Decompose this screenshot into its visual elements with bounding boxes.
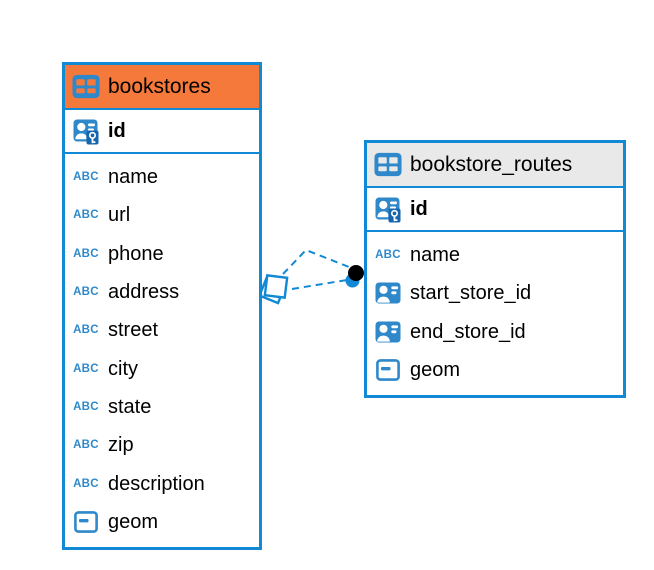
- relationship-edge-start-store[interactable]: [282, 248, 350, 275]
- column-row-url[interactable]: ABC url: [65, 196, 259, 234]
- column-row-geom[interactable]: geom: [65, 503, 259, 541]
- abc-text-type-icon: ABC: [73, 171, 99, 184]
- abc-text-type-icon: ABC: [73, 439, 99, 452]
- column-type-icon-holder: ABC: [374, 249, 402, 261]
- column-row-name[interactable]: ABC name: [65, 158, 259, 196]
- column-type-icon-holder: ABC: [72, 248, 100, 260]
- table-header-bookstore-routes[interactable]: bookstore_routes: [367, 143, 623, 188]
- primary-key-row[interactable]: id: [367, 188, 623, 232]
- column-name: name: [410, 244, 461, 267]
- column-type-icon-holder: ABC: [72, 324, 100, 336]
- column-name: city: [108, 357, 138, 380]
- column-name: street: [108, 319, 159, 342]
- foreign-key-person-icon: [375, 282, 401, 304]
- primary-key-row[interactable]: id: [65, 110, 259, 154]
- column-type-icon-holder: ABC: [72, 363, 100, 375]
- column-row-end_store_id[interactable]: end_store_id: [367, 313, 623, 351]
- table-grid-icon: [374, 152, 402, 177]
- column-row-city[interactable]: ABC city: [65, 349, 259, 387]
- column-name: id: [410, 198, 428, 220]
- column-type-icon-holder: ABC: [72, 209, 100, 221]
- column-name: url: [108, 204, 131, 227]
- abc-text-type-icon: ABC: [73, 286, 99, 299]
- column-type-icon-holder: ABC: [72, 171, 100, 183]
- column-name: id: [108, 120, 126, 142]
- column-row-phone[interactable]: ABC phone: [65, 235, 259, 273]
- abc-text-type-icon: ABC: [73, 324, 99, 337]
- geometry-type-icon: [376, 359, 400, 381]
- column-row-geom[interactable]: geom: [367, 351, 623, 389]
- table-grid-icon: [72, 74, 100, 99]
- column-type-icon-holder: [72, 510, 100, 533]
- column-row-street[interactable]: ABC street: [65, 311, 259, 349]
- column-name: geom: [108, 510, 159, 533]
- column-type-icon-holder: [374, 359, 402, 381]
- column-name: start_store_id: [410, 282, 532, 305]
- primary-key-person-icon: [375, 197, 401, 222]
- abc-text-type-icon: ABC: [73, 362, 99, 375]
- table-title: bookstores: [108, 75, 211, 98]
- column-name: geom: [410, 359, 461, 382]
- column-row-address[interactable]: ABC address: [65, 273, 259, 311]
- column-row-description[interactable]: ABC description: [65, 464, 259, 502]
- column-name: end_store_id: [410, 320, 526, 343]
- column-row-state[interactable]: ABC state: [65, 388, 259, 426]
- column-name: name: [108, 166, 159, 189]
- foreign-key-person-icon: [375, 321, 401, 343]
- column-type-icon-holder: ABC: [72, 439, 100, 451]
- abc-text-type-icon: ABC: [73, 247, 99, 260]
- column-row-zip[interactable]: ABC zip: [65, 426, 259, 464]
- column-type-icon-holder: [374, 321, 402, 343]
- column-name: phone: [108, 242, 164, 265]
- relationship-one-marker[interactable]: [345, 265, 365, 288]
- column-name: zip: [108, 434, 134, 457]
- table-title: bookstore_routes: [410, 153, 573, 176]
- column-row-start_store_id[interactable]: start_store_id: [367, 274, 623, 312]
- abc-text-type-icon: ABC: [73, 209, 99, 222]
- abc-text-type-icon: ABC: [73, 477, 99, 490]
- column-name: state: [108, 395, 152, 418]
- column-name: address: [108, 281, 180, 304]
- column-type-icon-holder: ABC: [72, 401, 100, 413]
- table-bookstore-routes[interactable]: bookstore_routes id ABC name: [364, 140, 626, 399]
- primary-key-person-icon: [73, 119, 99, 144]
- columns-list-bookstore-routes: ABC name start_store_id end_store_id geo…: [367, 232, 623, 395]
- abc-text-type-icon: ABC: [73, 400, 99, 413]
- relationship-edge-end-store[interactable]: [291, 279, 348, 290]
- columns-list-bookstores: ABC name ABC url ABC phone ABC address A…: [65, 154, 259, 547]
- relationship-many-marker[interactable]: [257, 274, 289, 305]
- abc-text-type-icon: ABC: [375, 249, 401, 262]
- table-header-bookstores[interactable]: bookstores: [65, 65, 259, 110]
- geometry-type-icon: [74, 510, 98, 533]
- table-bookstores[interactable]: bookstores id ABC name: [62, 62, 262, 550]
- column-type-icon-holder: ABC: [72, 286, 100, 298]
- column-name: description: [108, 472, 205, 495]
- column-type-icon-holder: ABC: [72, 478, 100, 490]
- column-row-name[interactable]: ABC name: [367, 236, 623, 274]
- column-type-icon-holder: [374, 282, 402, 304]
